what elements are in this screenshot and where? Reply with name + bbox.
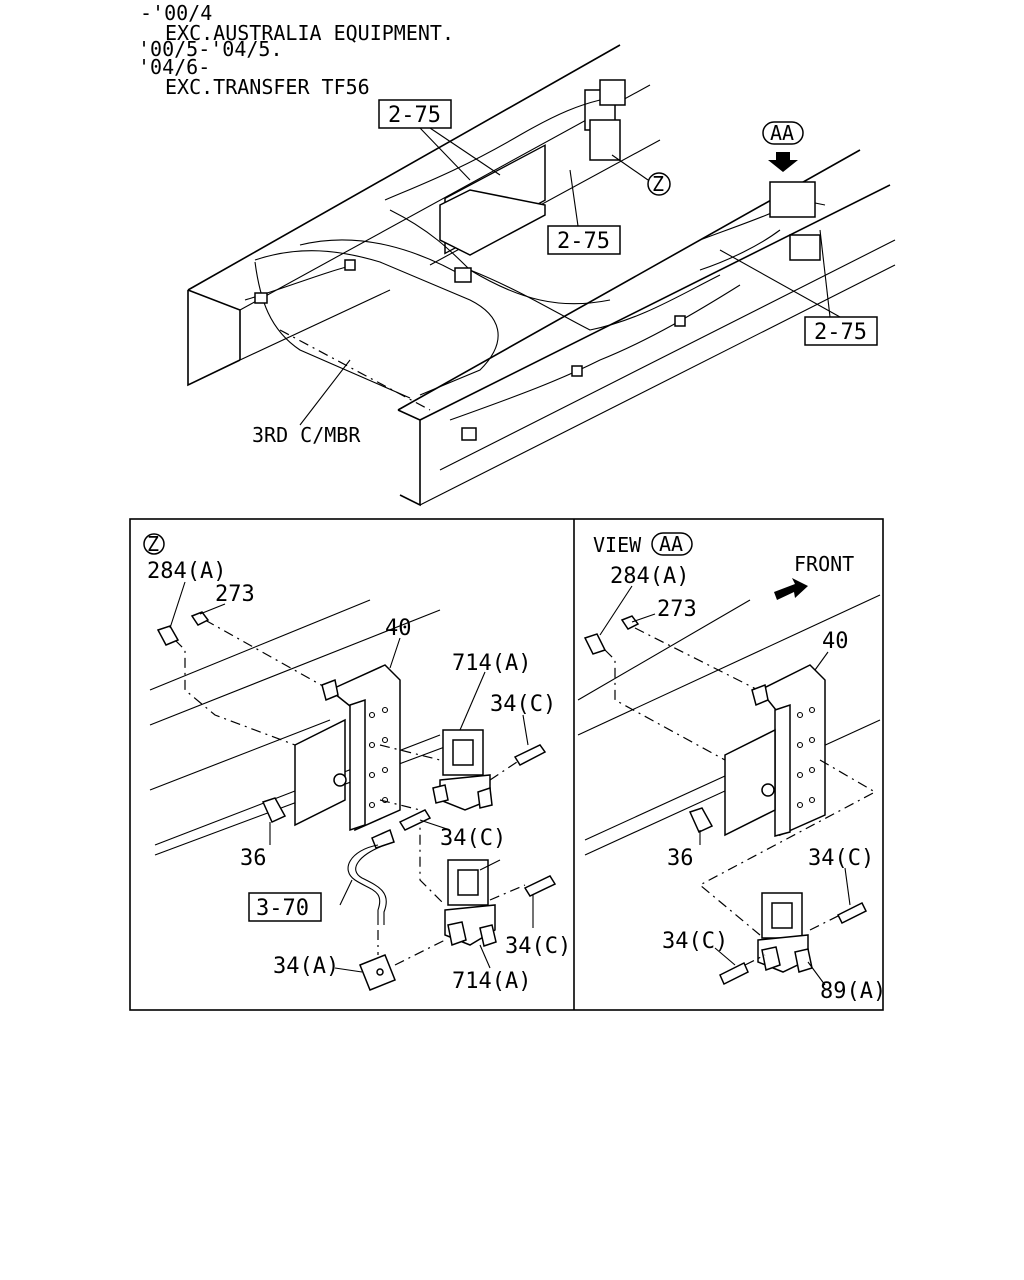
- fitting-34c-lower[interactable]: [523, 875, 557, 897]
- note-line-4: '04/6-: [138, 55, 210, 79]
- view-bolt-284a[interactable]: [583, 633, 607, 655]
- note-line-3: '00/5-'04/5.: [138, 37, 283, 61]
- label-34c-upper: 34(C): [490, 692, 556, 717]
- view-nut-273[interactable]: [620, 615, 640, 630]
- ref-box-2-75-a[interactable]: 2-75: [378, 99, 452, 129]
- fitting-34c-mid[interactable]: [398, 809, 432, 831]
- label-34c-lower: 34(C): [505, 934, 571, 959]
- crossmember-label: 3RD C/MBR: [252, 423, 361, 447]
- view-fitting-34c-left[interactable]: [719, 961, 749, 986]
- view-fitting-34c-right[interactable]: [836, 901, 868, 925]
- nut-273[interactable]: [190, 611, 210, 626]
- label-714a-lower: 714(A): [452, 969, 531, 994]
- svg-text:2-75: 2-75: [557, 229, 610, 254]
- overview-drawing: 3RD C/MBR 2-75 2-: [187, 44, 896, 507]
- view-aa-arrow-icon: [768, 152, 798, 172]
- valve-89a[interactable]: [757, 892, 813, 973]
- left-rail-top: [187, 44, 621, 291]
- detail-frame: [129, 518, 884, 1011]
- fitting-34c-upper[interactable]: [513, 744, 547, 766]
- valve-714a-lower[interactable]: [444, 859, 497, 947]
- view-label-36: 36: [667, 846, 694, 871]
- detail-z-circle-icon: [143, 533, 165, 555]
- bolt-36[interactable]: [261, 797, 287, 823]
- label-34c-mid: 34(C): [440, 826, 506, 851]
- label-273: 273: [215, 582, 255, 607]
- note-line-1: -'00/4: [140, 1, 212, 25]
- svg-text:Z: Z: [147, 532, 159, 556]
- label-34a: 34(A): [273, 954, 339, 979]
- view-label-273: 273: [657, 597, 697, 622]
- view-label-284a: 284(A): [610, 564, 689, 589]
- detail-z-panel: Z: [143, 532, 571, 994]
- svg-text:Z: Z: [652, 172, 664, 196]
- header-notes: -'00/4 EXC.AUSTRALIA EQUIPMENT. '00/5-'0…: [138, 1, 454, 99]
- ref-box-3-70[interactable]: 3-70: [248, 892, 322, 922]
- view-bolt-36[interactable]: [688, 807, 714, 833]
- view-aa-panel: VIEW AA FRONT: [577, 532, 886, 1004]
- label-714a-upper: 714(A): [452, 651, 531, 676]
- valve-714a-upper[interactable]: [432, 729, 493, 811]
- label-284a: 284(A): [147, 559, 226, 584]
- view-label-40: 40: [822, 629, 849, 654]
- label-36: 36: [240, 846, 267, 871]
- bolt-284a[interactable]: [156, 625, 180, 646]
- view-marker: AA: [659, 532, 683, 556]
- ref-box-2-75-c[interactable]: 2-75: [804, 316, 878, 346]
- note-line-2: EXC.AUSTRALIA EQUIPMENT.: [165, 21, 454, 45]
- view-aa-circle-icon: [651, 532, 693, 556]
- ref-box-2-75-b[interactable]: 2-75: [547, 225, 621, 255]
- front-arrow-icon: [774, 578, 808, 600]
- front-label: FRONT: [794, 552, 854, 576]
- note-line-5: EXC.TRANSFER TF56: [165, 75, 370, 99]
- label-40: 40: [385, 616, 412, 641]
- view-aa-marker[interactable]: AA: [762, 121, 804, 172]
- view-label-34c-right: 34(C): [808, 846, 874, 871]
- svg-text:2-75: 2-75: [814, 320, 867, 345]
- svg-text:3-70: 3-70: [256, 896, 309, 921]
- view-label-89a: 89(A): [820, 979, 886, 1004]
- view-title: VIEW: [593, 533, 642, 557]
- svg-text:AA: AA: [770, 121, 794, 145]
- view-label-34c-left: 34(C): [662, 929, 728, 954]
- detail-z-marker[interactable]: Z: [611, 154, 671, 196]
- svg-text:2-75: 2-75: [388, 103, 441, 128]
